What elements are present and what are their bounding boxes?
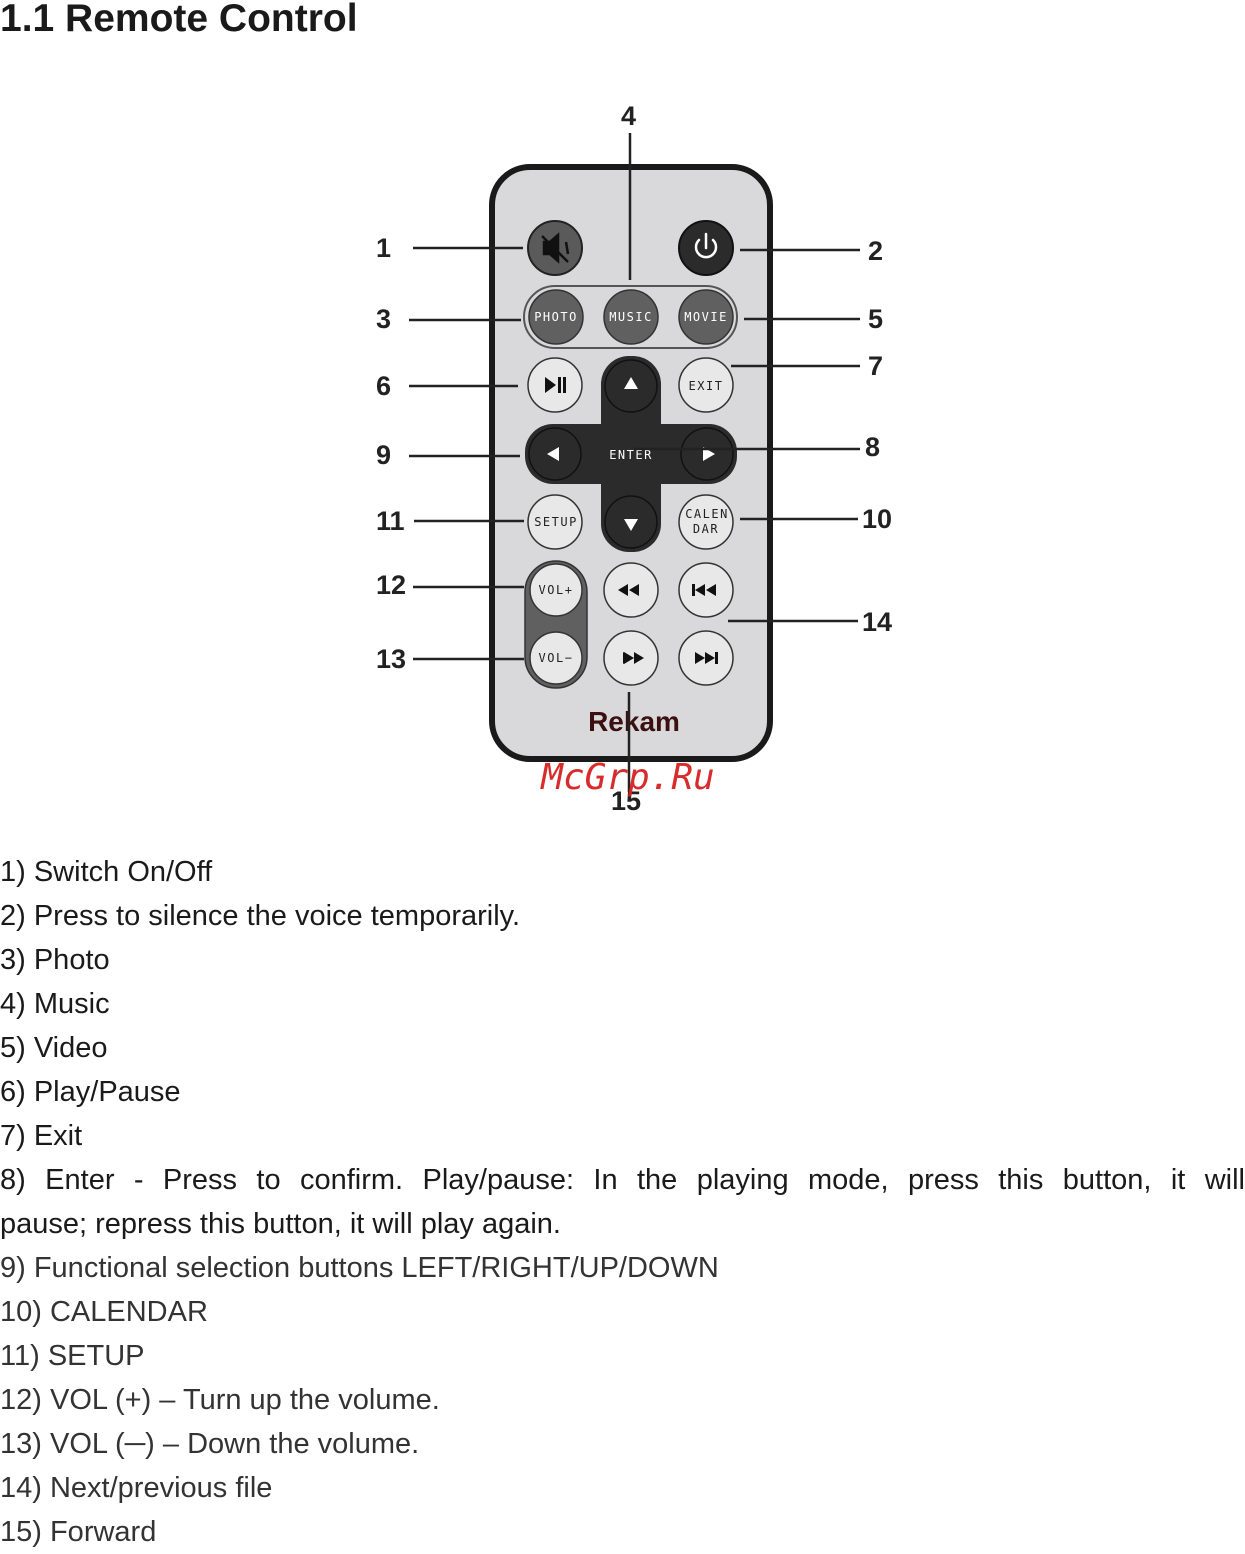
legend-item-2: 2) Press to silence the voice temporaril… xyxy=(0,900,521,932)
callout-5: 5 xyxy=(868,304,883,334)
photo-button[interactable]: PHOTO xyxy=(528,289,584,345)
mute-icon xyxy=(541,232,570,264)
callout-3: 3 xyxy=(376,304,391,334)
legend-item-15: 15) Forward xyxy=(0,1516,157,1548)
music-button-label: MUSIC xyxy=(609,310,653,324)
volume-up-button[interactable]: VOL+ xyxy=(529,563,583,617)
callout-15: 15 xyxy=(611,786,641,816)
up-button[interactable] xyxy=(604,359,658,413)
legend-item-5: 5) Video xyxy=(0,1032,108,1064)
down-button[interactable] xyxy=(604,495,658,549)
arrow-right-icon xyxy=(703,447,715,461)
previous-icon xyxy=(692,584,716,596)
movie-button[interactable]: MOVIE xyxy=(678,289,734,345)
calendar-button[interactable]: CALEN DAR xyxy=(678,494,734,550)
legend-list: 1) Switch On/Off 2) Press to silence the… xyxy=(0,850,1245,1554)
power-button[interactable] xyxy=(678,220,734,276)
volume-down-label: VOL− xyxy=(539,651,574,665)
callout-2: 2 xyxy=(868,236,883,266)
play-pause-button[interactable] xyxy=(527,357,583,413)
music-button[interactable]: MUSIC xyxy=(603,289,659,345)
enter-button[interactable]: ENTER xyxy=(609,448,653,462)
arrow-up-icon xyxy=(624,377,638,389)
legend-item-3: 3) Photo xyxy=(0,944,110,976)
legend-item-11: 11) SETUP xyxy=(0,1340,145,1372)
photo-button-label: PHOTO xyxy=(534,310,578,324)
calendar-button-label-line1: CALEN xyxy=(685,507,729,521)
calendar-button-label-line2: DAR xyxy=(693,522,719,536)
remote-control-diagram: PHOTO MUSIC MOVIE ENTER xyxy=(376,101,892,816)
setup-button[interactable]: SETUP xyxy=(527,494,583,550)
legend-item-1: 1) Switch On/Off xyxy=(0,856,213,888)
exit-button[interactable]: EXIT xyxy=(678,357,734,413)
callout-7: 7 xyxy=(868,351,883,381)
rewind-button[interactable] xyxy=(603,562,659,618)
next-button[interactable] xyxy=(678,630,734,686)
legend-item-8: 8) Enter - Press to confirm. Play/pause:… xyxy=(0,1164,1245,1196)
previous-button[interactable] xyxy=(678,562,734,618)
callout-lines xyxy=(409,133,860,792)
callout-14: 14 xyxy=(862,607,892,637)
legend-item-12: 12) VOL (+) – Turn up the volume. xyxy=(0,1384,440,1416)
movie-button-label: MOVIE xyxy=(684,310,728,324)
media-button-group xyxy=(523,285,738,349)
setup-button-label: SETUP xyxy=(534,515,578,529)
callout-4: 4 xyxy=(621,101,636,131)
legend-item-9: 9) Functional selection buttons LEFT/RIG… xyxy=(0,1252,719,1284)
exit-button-label: EXIT xyxy=(689,379,724,393)
left-button[interactable] xyxy=(528,427,582,481)
enter-button-label: ENTER xyxy=(609,448,653,462)
page-title: 1.1 Remote Control xyxy=(0,0,358,40)
fast-forward-button[interactable] xyxy=(603,630,659,686)
callout-12: 12 xyxy=(376,570,406,600)
watermark: McGrp.Ru xyxy=(539,757,714,798)
right-button[interactable] xyxy=(680,427,734,481)
callout-11: 11 xyxy=(376,506,405,536)
legend-item-10: 10) CALENDAR xyxy=(0,1296,208,1328)
arrow-down-icon xyxy=(624,519,638,531)
legend-item-13: 13) VOL (─) – Down the volume. xyxy=(0,1428,420,1460)
play-pause-icon xyxy=(545,377,566,393)
power-icon xyxy=(694,232,718,259)
mute-button[interactable] xyxy=(527,220,583,276)
legend-item-14: 14) Next/previous file xyxy=(0,1472,273,1504)
callout-6: 6 xyxy=(376,371,391,401)
callout-9: 9 xyxy=(376,440,391,470)
callout-8: 8 xyxy=(865,432,880,462)
arrow-left-icon xyxy=(547,447,559,461)
callout-10: 10 xyxy=(862,504,892,534)
callout-13: 13 xyxy=(376,644,406,674)
brand-logo: Rekam xyxy=(588,706,680,737)
legend-item-7: 7) Exit xyxy=(0,1120,83,1152)
volume-down-button[interactable]: VOL− xyxy=(529,631,583,685)
callout-1: 1 xyxy=(376,233,391,263)
legend-item-6: 6) Play/Pause xyxy=(0,1076,181,1108)
legend-item-4: 4) Music xyxy=(0,988,110,1020)
legend-item-8-continued: pause; repress this button, it will play… xyxy=(0,1208,561,1240)
next-icon xyxy=(695,652,718,664)
volume-up-label: VOL+ xyxy=(539,583,574,597)
rewind-icon xyxy=(618,584,639,596)
fast-forward-icon xyxy=(623,652,644,664)
